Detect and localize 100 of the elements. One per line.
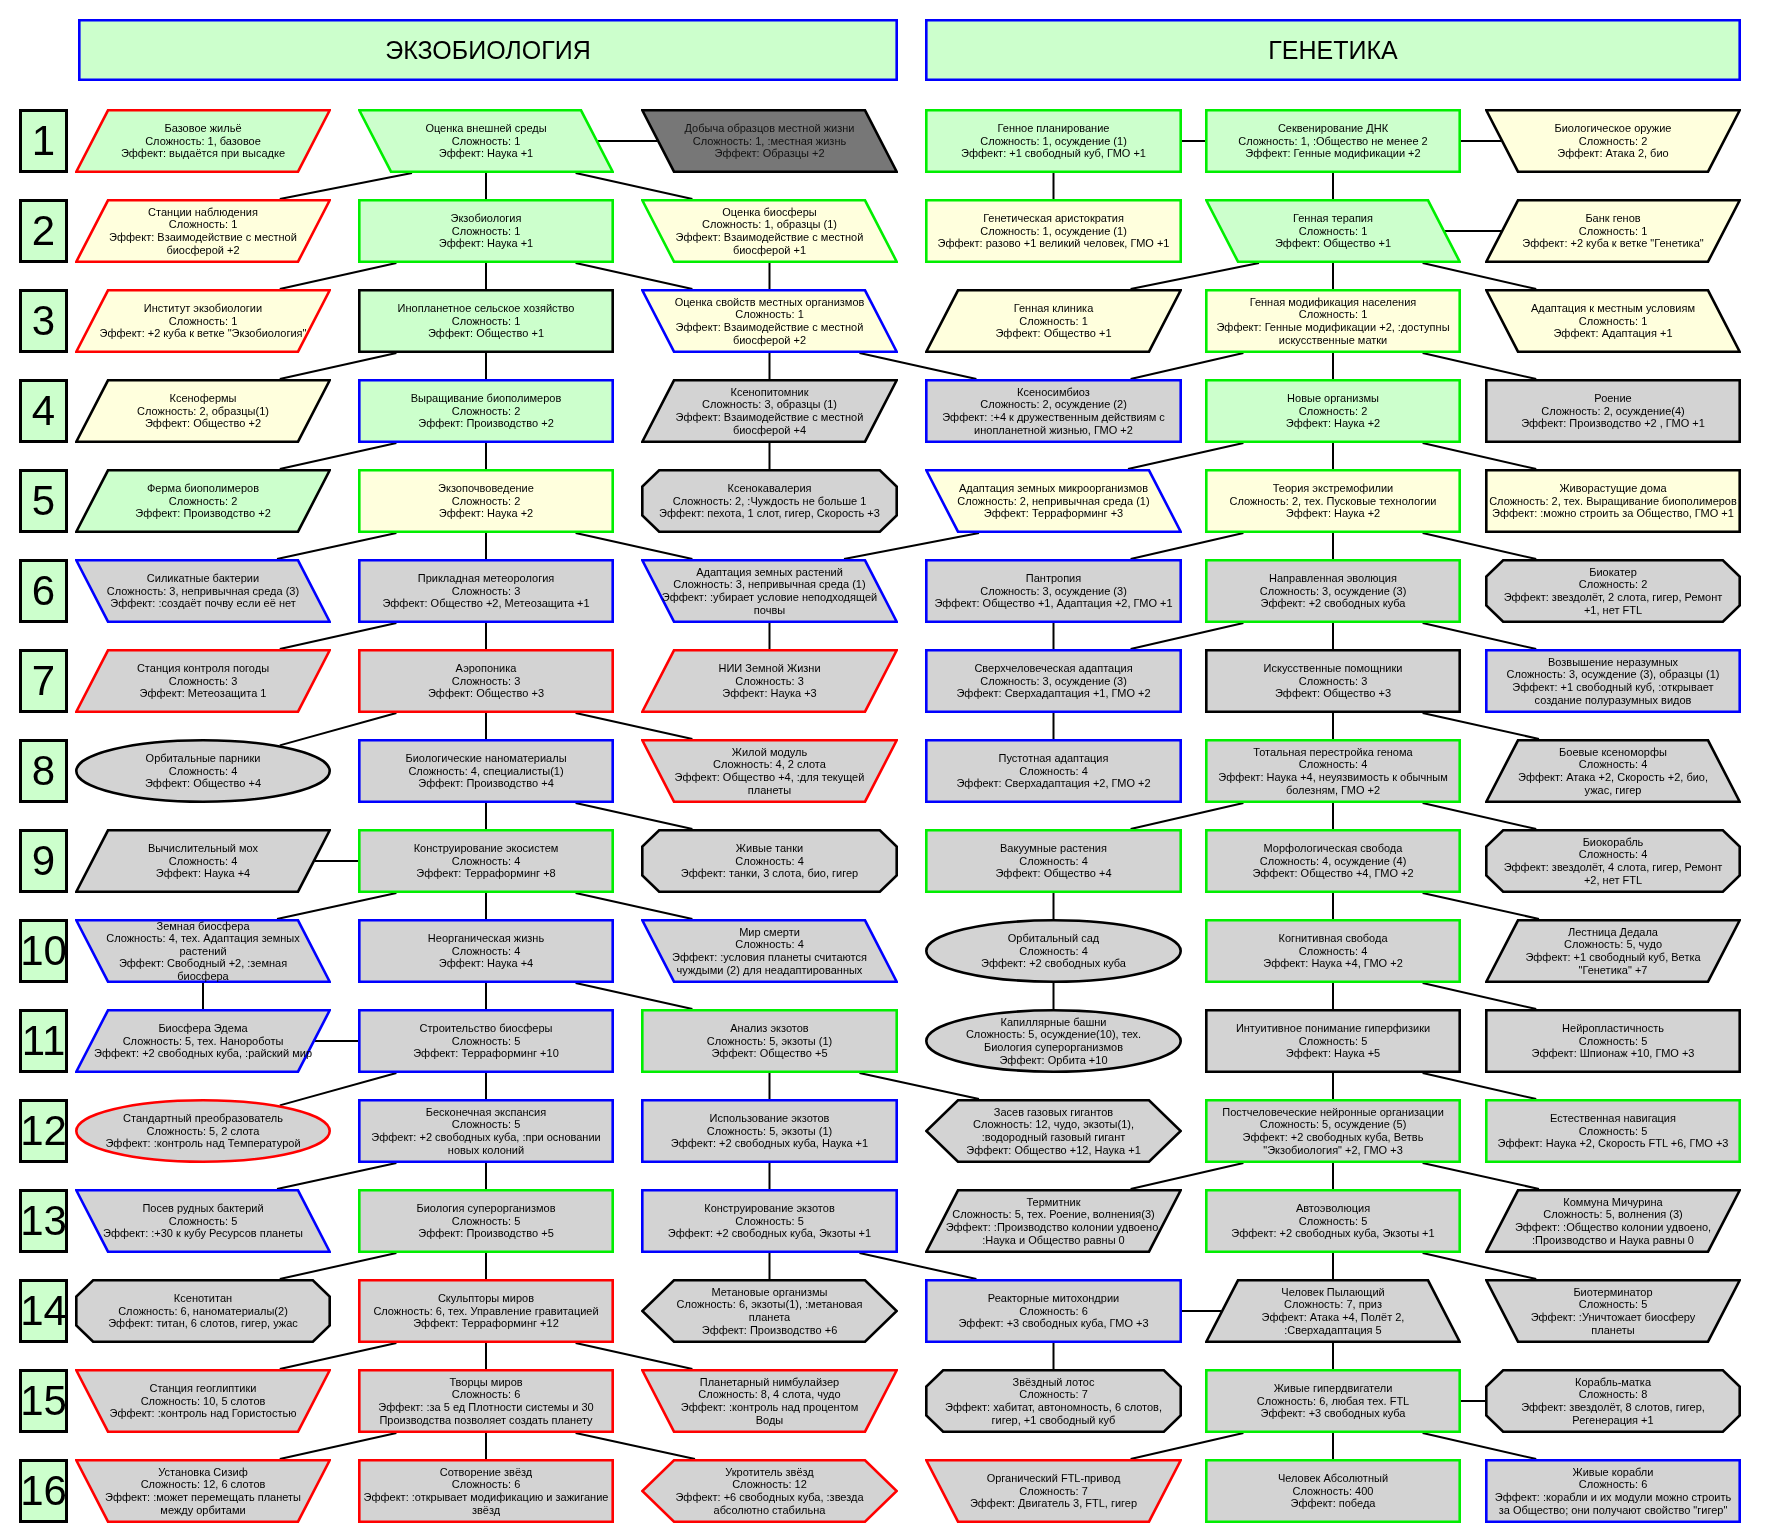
complexity-text: Сложность: 6, любая тех. FTL: [1256, 1394, 1410, 1408]
tech-name: Секвенирование ДНК: [1277, 122, 1389, 135]
complexity-text: Сложность: 3: [451, 584, 521, 598]
effect-text: Эффект: +3 свободных куба, ГМО +3: [958, 1317, 1149, 1330]
complexity-text: Сложность: 1: [1578, 314, 1648, 328]
effect-text: Эффект: +2 свободных куба: [981, 957, 1126, 970]
row-number-box: [19, 1459, 68, 1523]
technology-node: [641, 829, 898, 893]
effect-text: Эффект: звездолёт, 8 слотов, гигер, Регенерация +1: [1520, 1401, 1706, 1427]
effect-text: Эффект: Общество +4: [144, 777, 262, 790]
complexity-text: Сложность: 4, осуждение (4): [1259, 854, 1407, 868]
technology-node: [641, 1369, 898, 1433]
tech-name: Укротитель звёзд: [725, 1465, 814, 1479]
tech-name: Пустотная адаптация: [998, 752, 1109, 765]
complexity-text: Сложность: 7, приз: [1284, 1298, 1382, 1311]
technology-node: [641, 1099, 898, 1163]
tech-name: Человек Абсолютный: [1277, 1472, 1389, 1485]
tech-name: Институт экзобиологии: [143, 302, 263, 315]
connector-line: [1332, 982, 1334, 1010]
effect-text: Эффект: Общество +1, Адаптация +2, ГМО +1: [934, 597, 1173, 610]
tech-name: Силикатные бактерии: [146, 572, 260, 585]
effect-text: Эффект: :контроль над процентом Воды: [679, 1401, 860, 1427]
effect-text: Эффект: Наука +4: [155, 867, 251, 880]
tech-name: Биологическое оружие: [1554, 122, 1672, 135]
technology-node: [925, 1009, 1182, 1073]
effect-text: Эффект: Взаимодействие с местной биосферой +2: [674, 321, 865, 347]
tech-name: Реакторные митохондрии: [987, 1292, 1120, 1305]
complexity-text: Сложность: 6: [1019, 1304, 1088, 1318]
technology-node: [358, 1369, 614, 1433]
technology-node: [1205, 739, 1461, 803]
complexity-text: Сложность: 5: [1298, 1214, 1368, 1228]
connector-line: [202, 982, 204, 1010]
complexity-text: Сложность: 3: [1298, 674, 1368, 688]
tech-name: Естественная навигация: [1550, 1112, 1676, 1125]
connector-line: [485, 352, 487, 380]
tech-name: Боевые ксеноморфы: [1559, 745, 1667, 759]
complexity-text: Сложность: 4: [1019, 944, 1088, 958]
technology-node: [641, 469, 898, 533]
row-number: 15: [20, 1378, 67, 1424]
technology-node: [925, 829, 1182, 893]
technology-node: [641, 289, 898, 353]
technology-node: [1485, 1459, 1741, 1523]
technology-node: [358, 1009, 614, 1073]
tech-name: Возвышение неразумных: [1547, 655, 1679, 669]
technology-node: [75, 1459, 331, 1523]
complexity-text: Сложность: 3, осуждение (3): [1259, 584, 1407, 598]
complexity-text: Сложность: 5: [451, 1034, 521, 1048]
connector-line: [278, 1072, 398, 1107]
row-number-box: [19, 289, 68, 353]
tech-name: Планетарный нимбулайзер: [699, 1375, 840, 1389]
tech-name: Вакуумные растения: [1000, 842, 1107, 855]
tech-name: Капиллярные башни: [1000, 1015, 1107, 1029]
technology-node: [1485, 1279, 1741, 1343]
branch-header: [78, 19, 898, 81]
technology-node: [1485, 1189, 1741, 1253]
row-number: 6: [31, 568, 56, 614]
complexity-text: Сложность: 5: [1298, 1034, 1368, 1048]
complexity-text: Сложность: 4: [168, 764, 238, 778]
complexity-text: Сложность: 5, тех. Роение, волнения(3): [952, 1208, 1155, 1221]
tech-name: Метановые организмы: [711, 1285, 828, 1299]
technology-node: [641, 199, 898, 263]
complexity-text: Сложность: 5, осуждение(10), тех. Биология суперорганизмов: [964, 1028, 1143, 1054]
technology-node: [358, 739, 614, 803]
effect-text: Эффект: Терраформинг +12: [413, 1317, 559, 1330]
technology-node: [641, 919, 898, 983]
complexity-text: Сложность: 7: [1019, 1484, 1088, 1498]
technology-node: [641, 739, 898, 803]
row-number: 11: [21, 1018, 66, 1064]
technology-node: [1205, 649, 1461, 713]
technology-node: [1205, 919, 1461, 983]
connector-line: [278, 442, 398, 470]
connector-line: [1052, 622, 1055, 650]
effect-text: Эффект: Общество +5: [711, 1047, 828, 1060]
complexity-text: Сложность: 2, :Чуждость не больше 1: [672, 494, 867, 508]
tech-name: Оценка внешней среды: [425, 122, 547, 135]
row-number: 14: [20, 1288, 67, 1334]
row-number-box: [19, 559, 68, 623]
effect-text: Эффект: :за 5 ед Плотности системы и 30 Производства позволяет создать планету: [377, 1401, 595, 1427]
effect-text: Эффект: Общество +12, Наука +1: [966, 1143, 1141, 1157]
tech-name: НИИ Земной Жизни: [718, 662, 821, 675]
tech-name: Установка Сизиф: [158, 1465, 248, 1479]
tech-name: Земная биосфера: [156, 919, 250, 933]
tech-name: Биокорабль: [1582, 835, 1644, 849]
tech-name: Биокатер: [1589, 565, 1637, 579]
complexity-text: Сложность: 1, образцы (1): [702, 218, 837, 231]
technology-node: [75, 739, 331, 803]
connector-line: [485, 442, 487, 470]
tech-name: Искусственные помощники: [1263, 662, 1403, 675]
effect-text: Эффект: Общество +2, Метеозащита +1: [382, 597, 590, 610]
complexity-text: Сложность: 2, тех. Пусковые технологии: [1229, 494, 1437, 508]
complexity-text: Сложность: 4: [1019, 854, 1088, 868]
connector-line: [1332, 892, 1334, 920]
complexity-text: Сложность: 6: [451, 1388, 521, 1401]
tech-name: Генная терапия: [1293, 212, 1373, 225]
technology-node: [641, 109, 898, 173]
tech-name: Биология суперорганизмов: [416, 1202, 556, 1215]
row-number-box: [19, 919, 68, 983]
connector-line: [1332, 1432, 1334, 1460]
effect-text: Эффект: Шпионаж +10, ГМО +3: [1531, 1047, 1695, 1060]
technology-node: [1205, 289, 1461, 353]
